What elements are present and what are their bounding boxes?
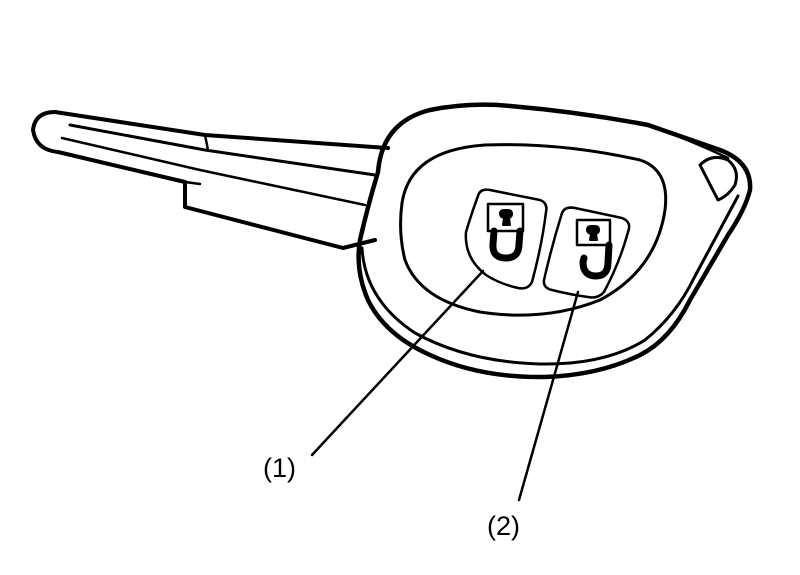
unlock-button[interactable] — [542, 206, 631, 299]
callout-label-1: (1) — [263, 453, 296, 483]
callout-line-2 — [517, 290, 580, 502]
lock-button[interactable] — [464, 188, 548, 290]
callout-label-2: (2) — [487, 511, 520, 541]
key-fob-body — [356, 102, 753, 380]
open-padlock-icon — [575, 218, 613, 280]
closed-padlock-icon — [486, 202, 525, 262]
key-blade — [31, 110, 390, 250]
callout-line-1 — [310, 269, 485, 457]
